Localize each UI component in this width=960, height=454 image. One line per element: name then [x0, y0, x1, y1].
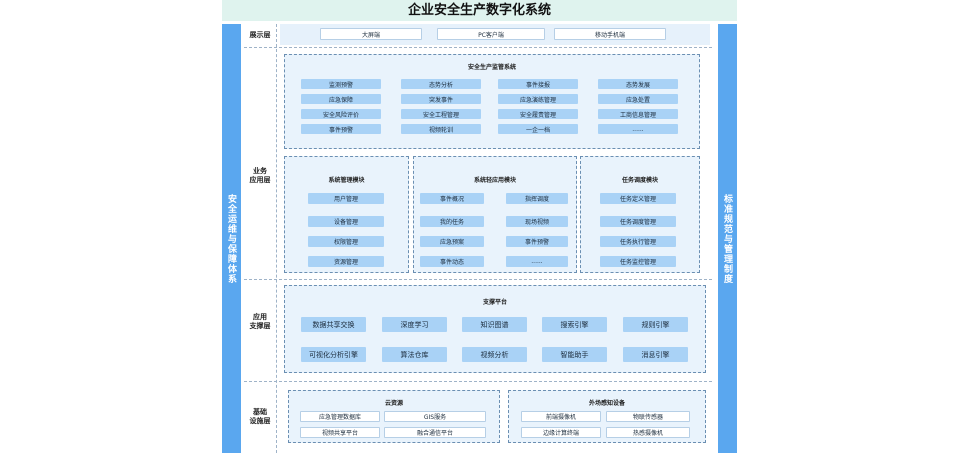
supervision-item: 应急处置: [598, 94, 678, 104]
left-side-bar-label: 安全运维与保障体系: [226, 193, 236, 284]
support-item: 规则引擎: [623, 317, 688, 332]
supervision-item: 应急保障: [301, 94, 381, 104]
cloud-item: GIS服务: [384, 411, 486, 422]
support-item: 视频分析: [462, 347, 527, 362]
cloud-title: 云资源: [384, 400, 403, 407]
sys-mgmt-item: 设备管理: [308, 216, 384, 227]
supervision-item: 视频轮训: [401, 124, 481, 134]
sys-light-item: 指挥调度: [506, 193, 568, 204]
task-title: 任务调度模块: [621, 177, 658, 184]
supervision-item: 应急演练管理: [498, 94, 578, 104]
layer-label-infra: 基础 设施层: [249, 408, 271, 425]
display-item-bigscreen: 大屏端: [320, 28, 422, 40]
sys-light-item: 现场视频: [506, 216, 568, 227]
right-side-bar-label: 标准规范与管理制度: [722, 193, 732, 284]
support-item: 消息引擎: [623, 347, 688, 362]
supervision-item: 突发事件: [401, 94, 481, 104]
supervision-item: ......: [598, 124, 678, 134]
left-side-bar: 安全运维与保障体系: [222, 24, 241, 453]
supervision-item: 态势分析: [401, 79, 481, 89]
divider-display: [244, 47, 712, 48]
support-item: 搜索引擎: [542, 317, 607, 332]
supervision-item: 安全履责管理: [498, 109, 578, 119]
support-item: 可视化分析引擎: [301, 347, 366, 362]
divider-support: [244, 381, 712, 382]
sys-mgmt-item: 权限管理: [308, 236, 384, 247]
support-item: 深度学习: [382, 317, 447, 332]
cloud-item: 融合通信平台: [384, 427, 486, 438]
supervision-item: 安全工程管理: [401, 109, 481, 119]
divider-business: [244, 279, 712, 280]
sys-light-item: 事件预警: [506, 236, 568, 247]
supervision-item: 事件接报: [498, 79, 578, 89]
sensing-item: 热感摄像机: [606, 427, 690, 438]
supervision-item: 态势发展: [598, 79, 678, 89]
task-item: 任务定义管理: [600, 193, 676, 204]
support-item: 算法仓库: [382, 347, 447, 362]
sys-mgmt-item: 资源管理: [308, 256, 384, 267]
layer-label-business: 业务 应用层: [249, 167, 271, 184]
sys-light-title: 系统轻应用模块: [473, 177, 516, 184]
support-item: 知识图谱: [462, 317, 527, 332]
support-title: 支撑平台: [482, 299, 507, 306]
sys-light-item: 事件概况: [420, 193, 484, 204]
sys-light-item: ......: [506, 256, 568, 267]
cloud-item: 视频共享平台: [300, 427, 380, 438]
sensing-item: 前端摄像机: [521, 411, 601, 422]
layer-label-support: 应用 支撑层: [249, 313, 271, 330]
task-item: 任务执行管理: [600, 236, 676, 247]
right-side-bar: 标准规范与管理制度: [718, 24, 737, 453]
supervision-title: 安全生产监管系统: [467, 64, 516, 71]
supervision-item: 安全风险评价: [301, 109, 381, 119]
sys-mgmt-item: 用户管理: [308, 193, 384, 204]
task-item: 任务调度管理: [600, 216, 676, 227]
cloud-item: 应急管理数据库: [300, 411, 380, 422]
sys-light-item: 应急预案: [420, 236, 484, 247]
layer-label-display: 展示层: [249, 31, 271, 39]
sensing-item: 物联传感器: [606, 411, 690, 422]
sys-light-item: 我的任务: [420, 216, 484, 227]
support-item: 智能助手: [542, 347, 607, 362]
supervision-item: 监测预警: [301, 79, 381, 89]
page-title: 企业安全生产数字化系统: [222, 0, 737, 21]
sensing-item: 边缘计算终端: [521, 427, 601, 438]
sys-mgmt-panel: 系统管理模块: [284, 156, 409, 273]
support-item: 数据共享交换: [301, 317, 366, 332]
task-item: 任务监控管理: [600, 256, 676, 267]
sys-light-item: 事件动态: [420, 256, 484, 267]
display-item-pc: PC客户端: [437, 28, 545, 40]
sys-mgmt-title: 系统管理模块: [328, 177, 365, 184]
display-item-mobile: 移动手机端: [554, 28, 666, 40]
supervision-item: 一企一档: [498, 124, 578, 134]
task-panel: 任务调度模块: [580, 156, 700, 273]
supervision-item: 事件预警: [301, 124, 381, 134]
sensing-title: 外场感知设备: [588, 400, 625, 407]
supervision-item: 工商信息管理: [598, 109, 678, 119]
sys-light-panel: 系统轻应用模块: [413, 156, 577, 273]
label-column-divider: [276, 24, 277, 453]
